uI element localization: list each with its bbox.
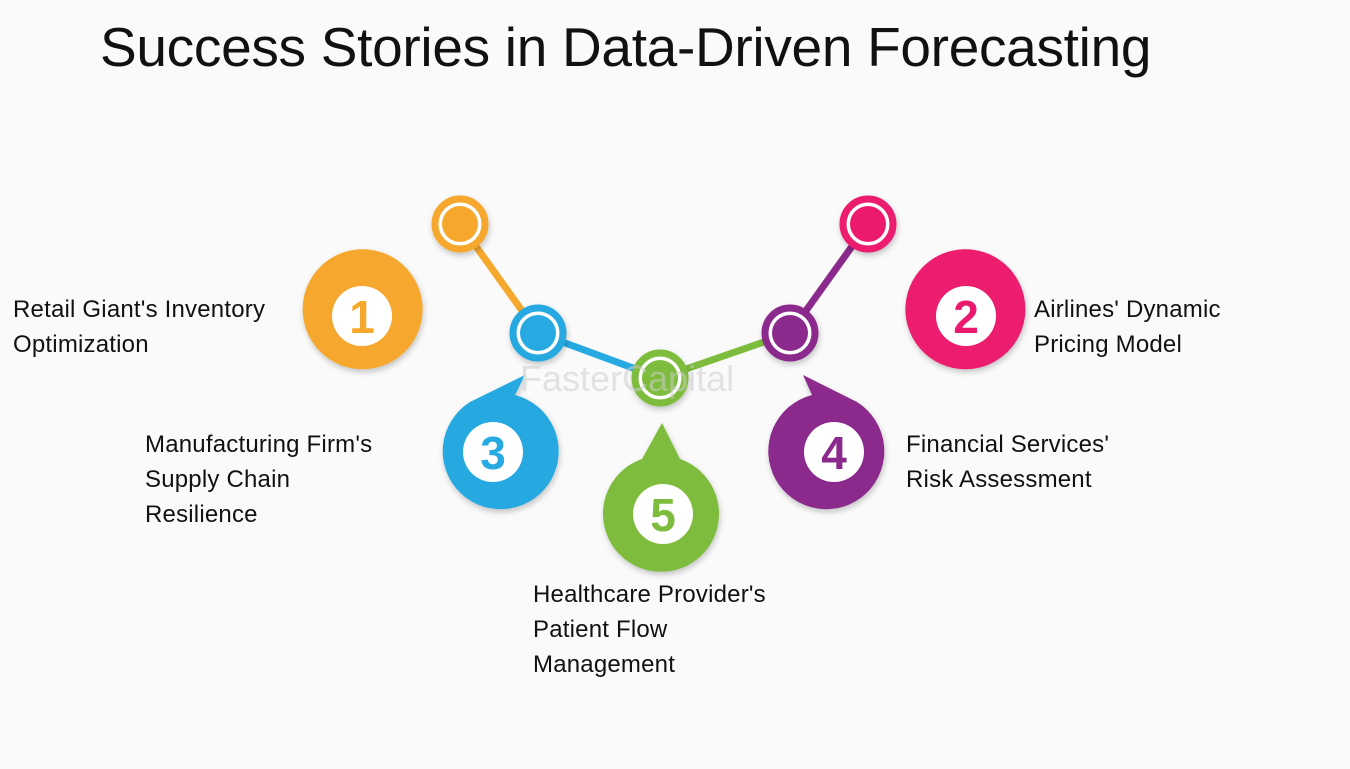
label-item-4: Financial Services' Risk Assessment [906, 427, 1109, 497]
pin-3-number: 3 [480, 427, 506, 479]
page-title: Success Stories in Data-Driven Forecasti… [100, 16, 1152, 78]
ring-node-5 [631, 349, 689, 407]
pin-2-number: 2 [953, 291, 979, 343]
label-item-5-line-3: Management [533, 651, 676, 678]
label-item-3-line-2: Supply Chain [145, 466, 291, 493]
pin-4: 4 [768, 375, 885, 510]
pin-1-inner-circle [332, 286, 392, 346]
ring-node-4 [761, 304, 819, 362]
pin-2-inner-circle [936, 286, 996, 346]
label-item-5-line-1: Healthcare Provider's [533, 581, 766, 608]
ring-node-1 [431, 195, 489, 253]
label-item-1-line-2: Optimization [13, 331, 149, 358]
pin-2: 2 [900, 249, 1026, 370]
label-item-3-line-1: Manufacturing Firm's [145, 431, 373, 458]
label-item-3: Manufacturing Firm's Supply Chain Resili… [145, 427, 372, 532]
ring-node-3 [509, 304, 567, 362]
label-item-4-line-1: Financial Services' [906, 431, 1110, 458]
label-item-1: Retail Giant's Inventory Optimization [13, 292, 265, 362]
label-item-4-line-2: Risk Assessment [906, 466, 1092, 493]
pin-4-inner-circle [804, 422, 864, 482]
label-item-3-line-3: Resilience [145, 501, 258, 528]
pin-3-inner-circle [463, 422, 523, 482]
label-item-2-line-1: Airlines' Dynamic [1034, 296, 1221, 323]
pin-5: 5 [603, 423, 720, 572]
pin-5-number: 5 [650, 489, 676, 541]
watermark: FasterCapital [520, 358, 735, 399]
label-item-5: Healthcare Provider's Patient Flow Manag… [533, 577, 766, 682]
label-item-2: Airlines' Dynamic Pricing Model [1034, 292, 1221, 362]
pin-4-number: 4 [821, 427, 847, 479]
label-item-5-line-2: Patient Flow [533, 616, 668, 643]
pin-5-inner-circle [633, 484, 693, 544]
label-item-2-line-2: Pricing Model [1034, 331, 1182, 358]
ring-node-2 [839, 195, 897, 253]
label-item-1-line-1: Retail Giant's Inventory [13, 296, 266, 323]
pin-1: 1 [302, 249, 430, 370]
pin-3: 3 [442, 375, 559, 510]
pin-1-number: 1 [349, 291, 375, 343]
